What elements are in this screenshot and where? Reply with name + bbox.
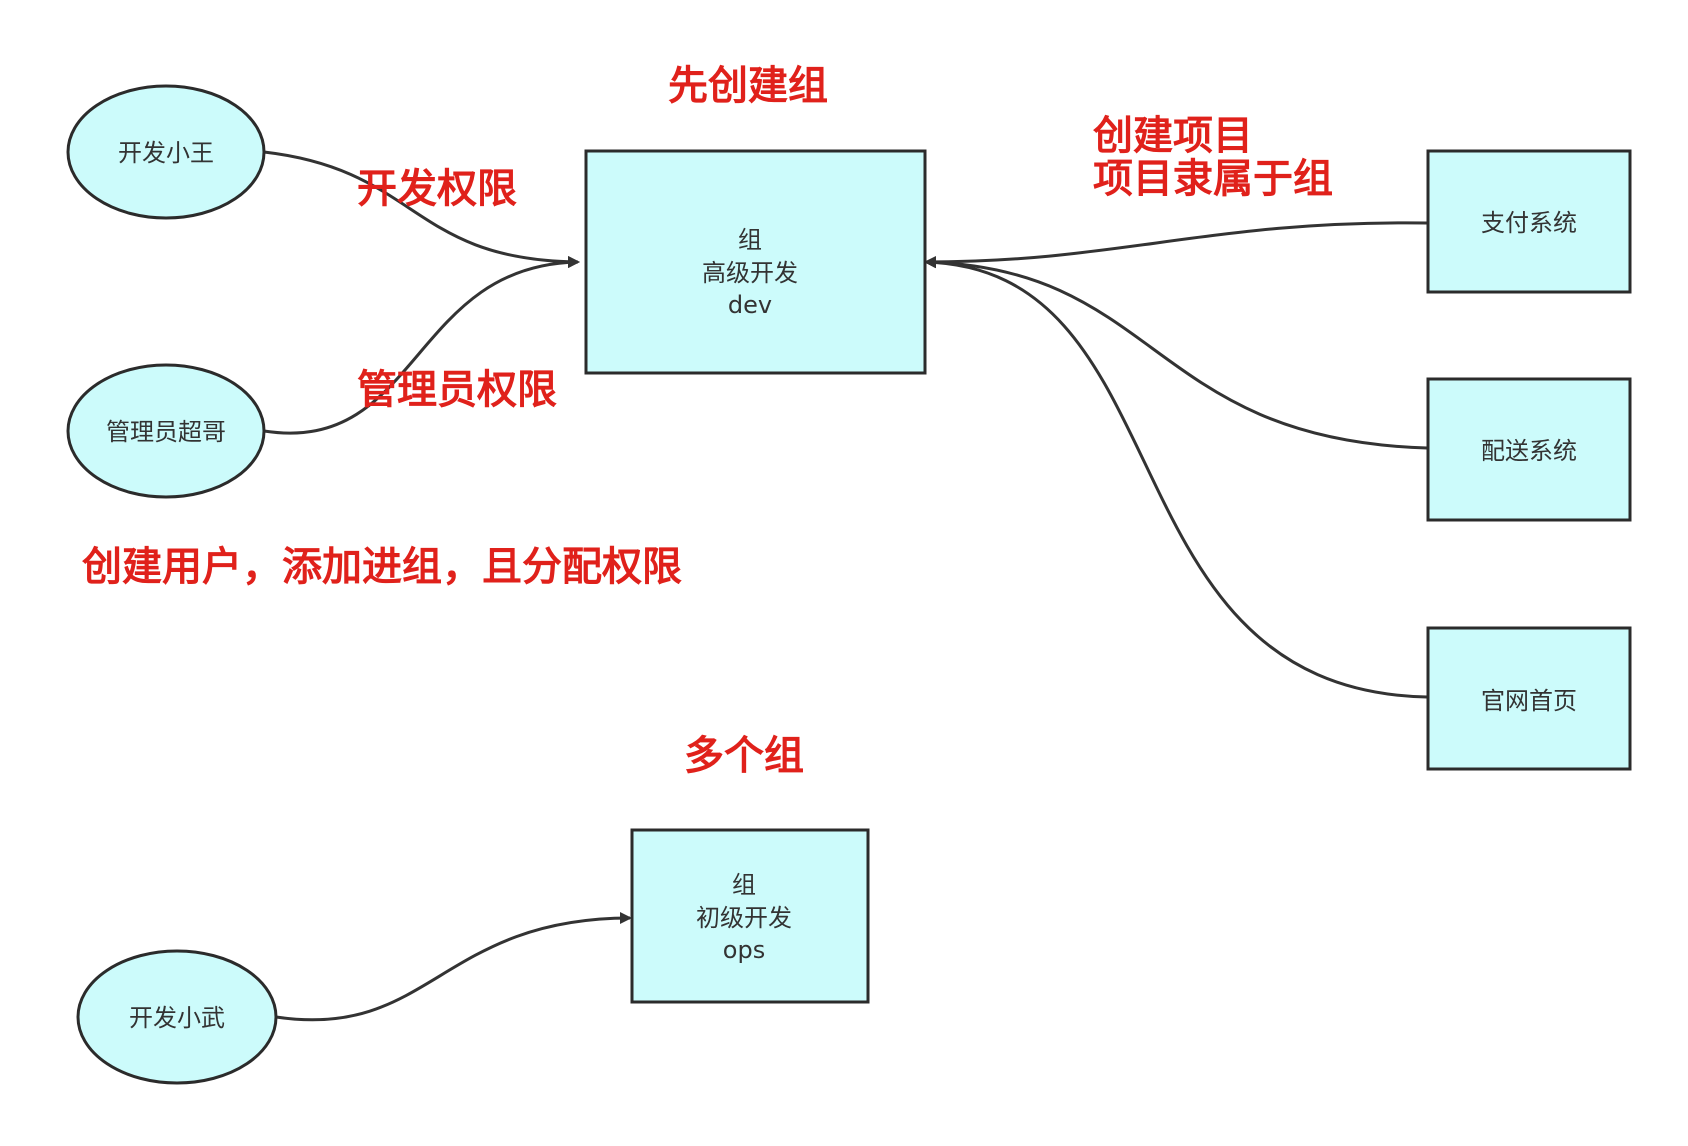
user-xiaowu-label: 开发小武 [129,1004,225,1032]
project-delivery-label: 配送系统 [1481,437,1577,465]
annotation-create-group-first: 先创建组 [668,63,828,109]
edge-homepage-to-dev [924,256,1428,699]
user-chaoge-label: 管理员超哥 [106,418,226,446]
project-node-payment: 支付系统 [1426,149,1632,294]
user-node-chaoge: 管理员超哥 [66,363,266,499]
edges [263,150,1428,1022]
user-xiaowang-label: 开发小王 [118,139,214,167]
edge-chaoge-to-dev [263,256,580,435]
edge-delivery-to-dev [924,256,1428,450]
group-dev-line3: dev [728,291,772,319]
project-node-delivery: 配送系统 [1426,377,1632,522]
annotation-admin-permission: 管理员权限 [357,367,557,413]
group-ops-line1: 组 [732,871,756,899]
project-node-homepage: 官网首页 [1426,626,1632,771]
annotation-create-users: 创建用户，添加进组，且分配权限 [82,544,682,590]
project-homepage-label: 官网首页 [1481,687,1577,715]
annotation-create-project-line2: 项目隶属于组 [1093,156,1333,202]
project-payment-label: 支付系统 [1481,209,1577,237]
group-node-dev: 组 高级开发 dev [584,149,927,375]
user-node-xiaowu: 开发小武 [76,949,278,1085]
annotation-multiple-groups: 多个组 [684,733,804,779]
edge-xiaowang-to-dev [263,150,580,268]
group-ops-line3: ops [723,936,765,964]
group-dev-line2: 高级开发 [702,259,798,287]
edge-xiaowu-to-ops [275,912,632,1022]
annotation-create-project-line1: 创建项目 [1093,113,1253,159]
group-dev-line1: 组 [738,226,762,254]
group-node-ops: 组 初级开发 ops [630,828,870,1004]
edge-payment-to-dev [924,221,1428,268]
group-ops-line2: 初级开发 [696,904,792,932]
user-node-xiaowang: 开发小王 [66,84,266,220]
annotation-dev-permission: 开发权限 [357,166,517,212]
